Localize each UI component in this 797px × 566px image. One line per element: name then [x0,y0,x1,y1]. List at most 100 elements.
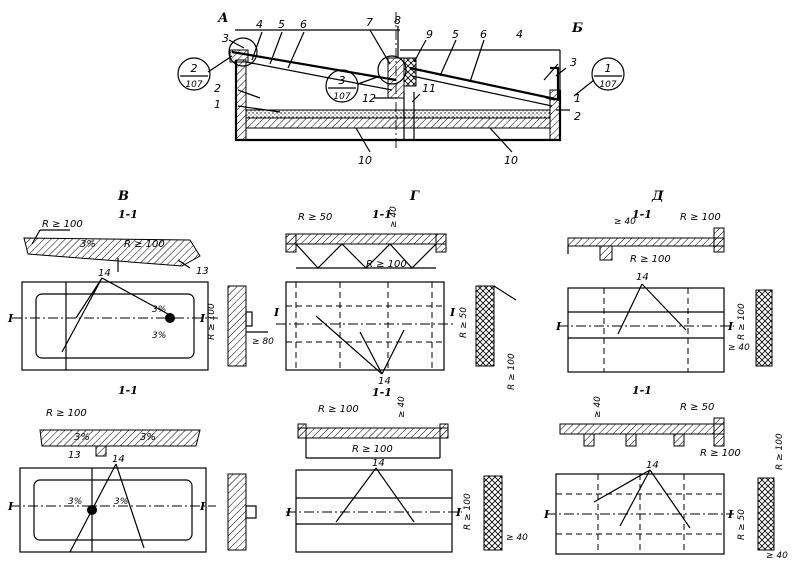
g2-r100-a: R ≥ 100 [318,404,359,415]
cut-label-g1: 1-1 [372,208,392,221]
num-4-left: 4 [256,18,263,31]
d1-plan-outer [567,287,725,373]
v1-section [23,237,201,267]
section-label-v: В [117,189,129,204]
d1-r100-b: R ≥ 100 [630,254,671,265]
num-5-right: 5 [452,28,459,41]
num-12: 12 [362,92,376,105]
v1-slope-b: 3% [152,331,166,341]
main-cross-section [228,12,570,153]
d1-r100-a: R ≥ 100 [680,212,721,223]
g1-axis-r: I [449,306,456,319]
insulation-layer [245,109,551,119]
g2-r100-b: R ≥ 100 [352,444,393,455]
g1-r50: R ≥ 50 [298,212,332,223]
callout-1: 1 107 [573,57,625,97]
v1-slope-a: 3% [152,305,166,315]
d2-r50: R ≥ 50 [680,402,714,413]
d2-ref14: 14 [646,460,659,471]
num-1-right: 1 [574,92,581,105]
d1-d40: ≥ 40 [614,217,636,227]
g1-side-wall [475,285,495,367]
num-4-right: 4 [516,28,523,41]
v2-plan-outer [19,467,207,553]
cut-label-v2: 1-1 [118,384,138,397]
hull-left-wall [235,59,247,141]
callout-2-sheet: 107 [185,80,202,90]
v2-slope-b: 3% [140,432,156,443]
panel-g-row1: 1-1 R ≥ 50 ≥ 40 R ≥ 100 14 I I R ≥ 50 R … [273,206,517,390]
num-9: 9 [426,28,433,41]
v1-axis-l: I [7,312,14,325]
callout-3-sheet: 107 [333,92,350,102]
d2-r100: R ≥ 100 [700,448,741,459]
right-parapet-brace [543,63,559,81]
panel-v-row2: 1-1 R ≥ 100 3% 3% 13 14 3% 3% I I [7,384,257,553]
v1-plan-inner [35,293,195,359]
cut-label-d2: 1-1 [632,384,652,397]
v2-side-wall [227,473,247,551]
g1-ref14: 14 [378,376,391,387]
d1-side-wall [755,289,773,367]
v1-ref13: 13 [196,266,209,277]
callout-2: 2 107 [177,55,233,91]
d2-side-r100: R ≥ 100 [775,433,785,470]
detail-circle-3 [377,55,407,85]
d1-side-r100: R ≥ 100 [737,303,747,340]
v1-slope: 3% [80,239,96,250]
d1-section [567,237,725,247]
num-5-left: 5 [278,18,285,31]
g2-plan-outer [295,469,453,553]
g1-side-r50: R ≥ 50 [459,307,469,338]
section-label-b: Б [571,21,583,36]
g1-section [285,233,447,245]
left-edge-block [229,49,249,63]
roof-left-top [231,50,397,82]
v2-ref14: 14 [112,454,125,465]
d1-axis-r: I [727,320,734,333]
d2-side-40: ≥ 40 [766,551,788,561]
d2-axis-l: I [543,508,550,521]
panel-g-row2: 1-1 R ≥ 100 ≥ 40 R ≥ 100 14 I I R ≥ 100 … [285,386,528,553]
d2-side-r50: R ≥ 50 [737,509,747,540]
v2-axis-l: I [7,500,14,513]
v1-plan-outer [21,281,209,371]
top-part-numbers: 3 4 5 6 7 8 9 5 6 4 3 2 1 12 11 1 2 10 1… [214,14,581,167]
section-label-d: Д [651,189,664,204]
num-3-right: 3 [570,56,577,69]
v2-plan-inner [33,479,193,541]
num-2-left: 2 [214,82,221,95]
v1-r100-a: R ≥ 100 [42,219,83,230]
v2-axis-r: I [199,500,206,513]
g2-side-wall [483,475,503,551]
roof-left-bottom [245,61,393,91]
v1-ref14: 14 [98,268,111,279]
d1-ref14: 14 [636,272,649,283]
callout-3-num: 3 [339,74,346,87]
g2-side-r100: R ≥ 100 [463,493,473,530]
d2-d40: ≥ 40 [593,396,603,418]
d2-axis-r: I [727,508,734,521]
num-8: 8 [394,14,401,27]
v1-side-wall [227,285,247,367]
g2-axis-r: I [455,506,462,519]
centre-seal [403,57,417,87]
num-11: 11 [422,82,436,95]
d1-axis-l: I [555,320,562,333]
num-6-right: 6 [480,28,487,41]
callout-1-num: 1 [605,62,612,75]
cut-label-v1: 1-1 [118,208,138,221]
num-6-left: 6 [300,18,307,31]
g1-d40: ≥ 40 [389,206,399,228]
num-7: 7 [366,16,373,29]
callout-1-sheet: 107 [599,80,616,90]
v1-side-80: ≥ 80 [252,337,274,347]
panel-d-row1: 1-1 ≥ 40 R ≥ 100 R ≥ 100 14 I I R ≥ 100 … [555,208,773,373]
v2-ref13: 13 [68,450,81,461]
right-parapet [550,66,560,100]
v2-section [39,429,201,447]
g1-r100: R ≥ 100 [366,259,407,270]
num-2-right: 2 [574,110,581,123]
panel-v-row1: 1-1 R ≥ 100 3% R ≥ 100 13 14 3% 3% I I R… [7,208,274,371]
